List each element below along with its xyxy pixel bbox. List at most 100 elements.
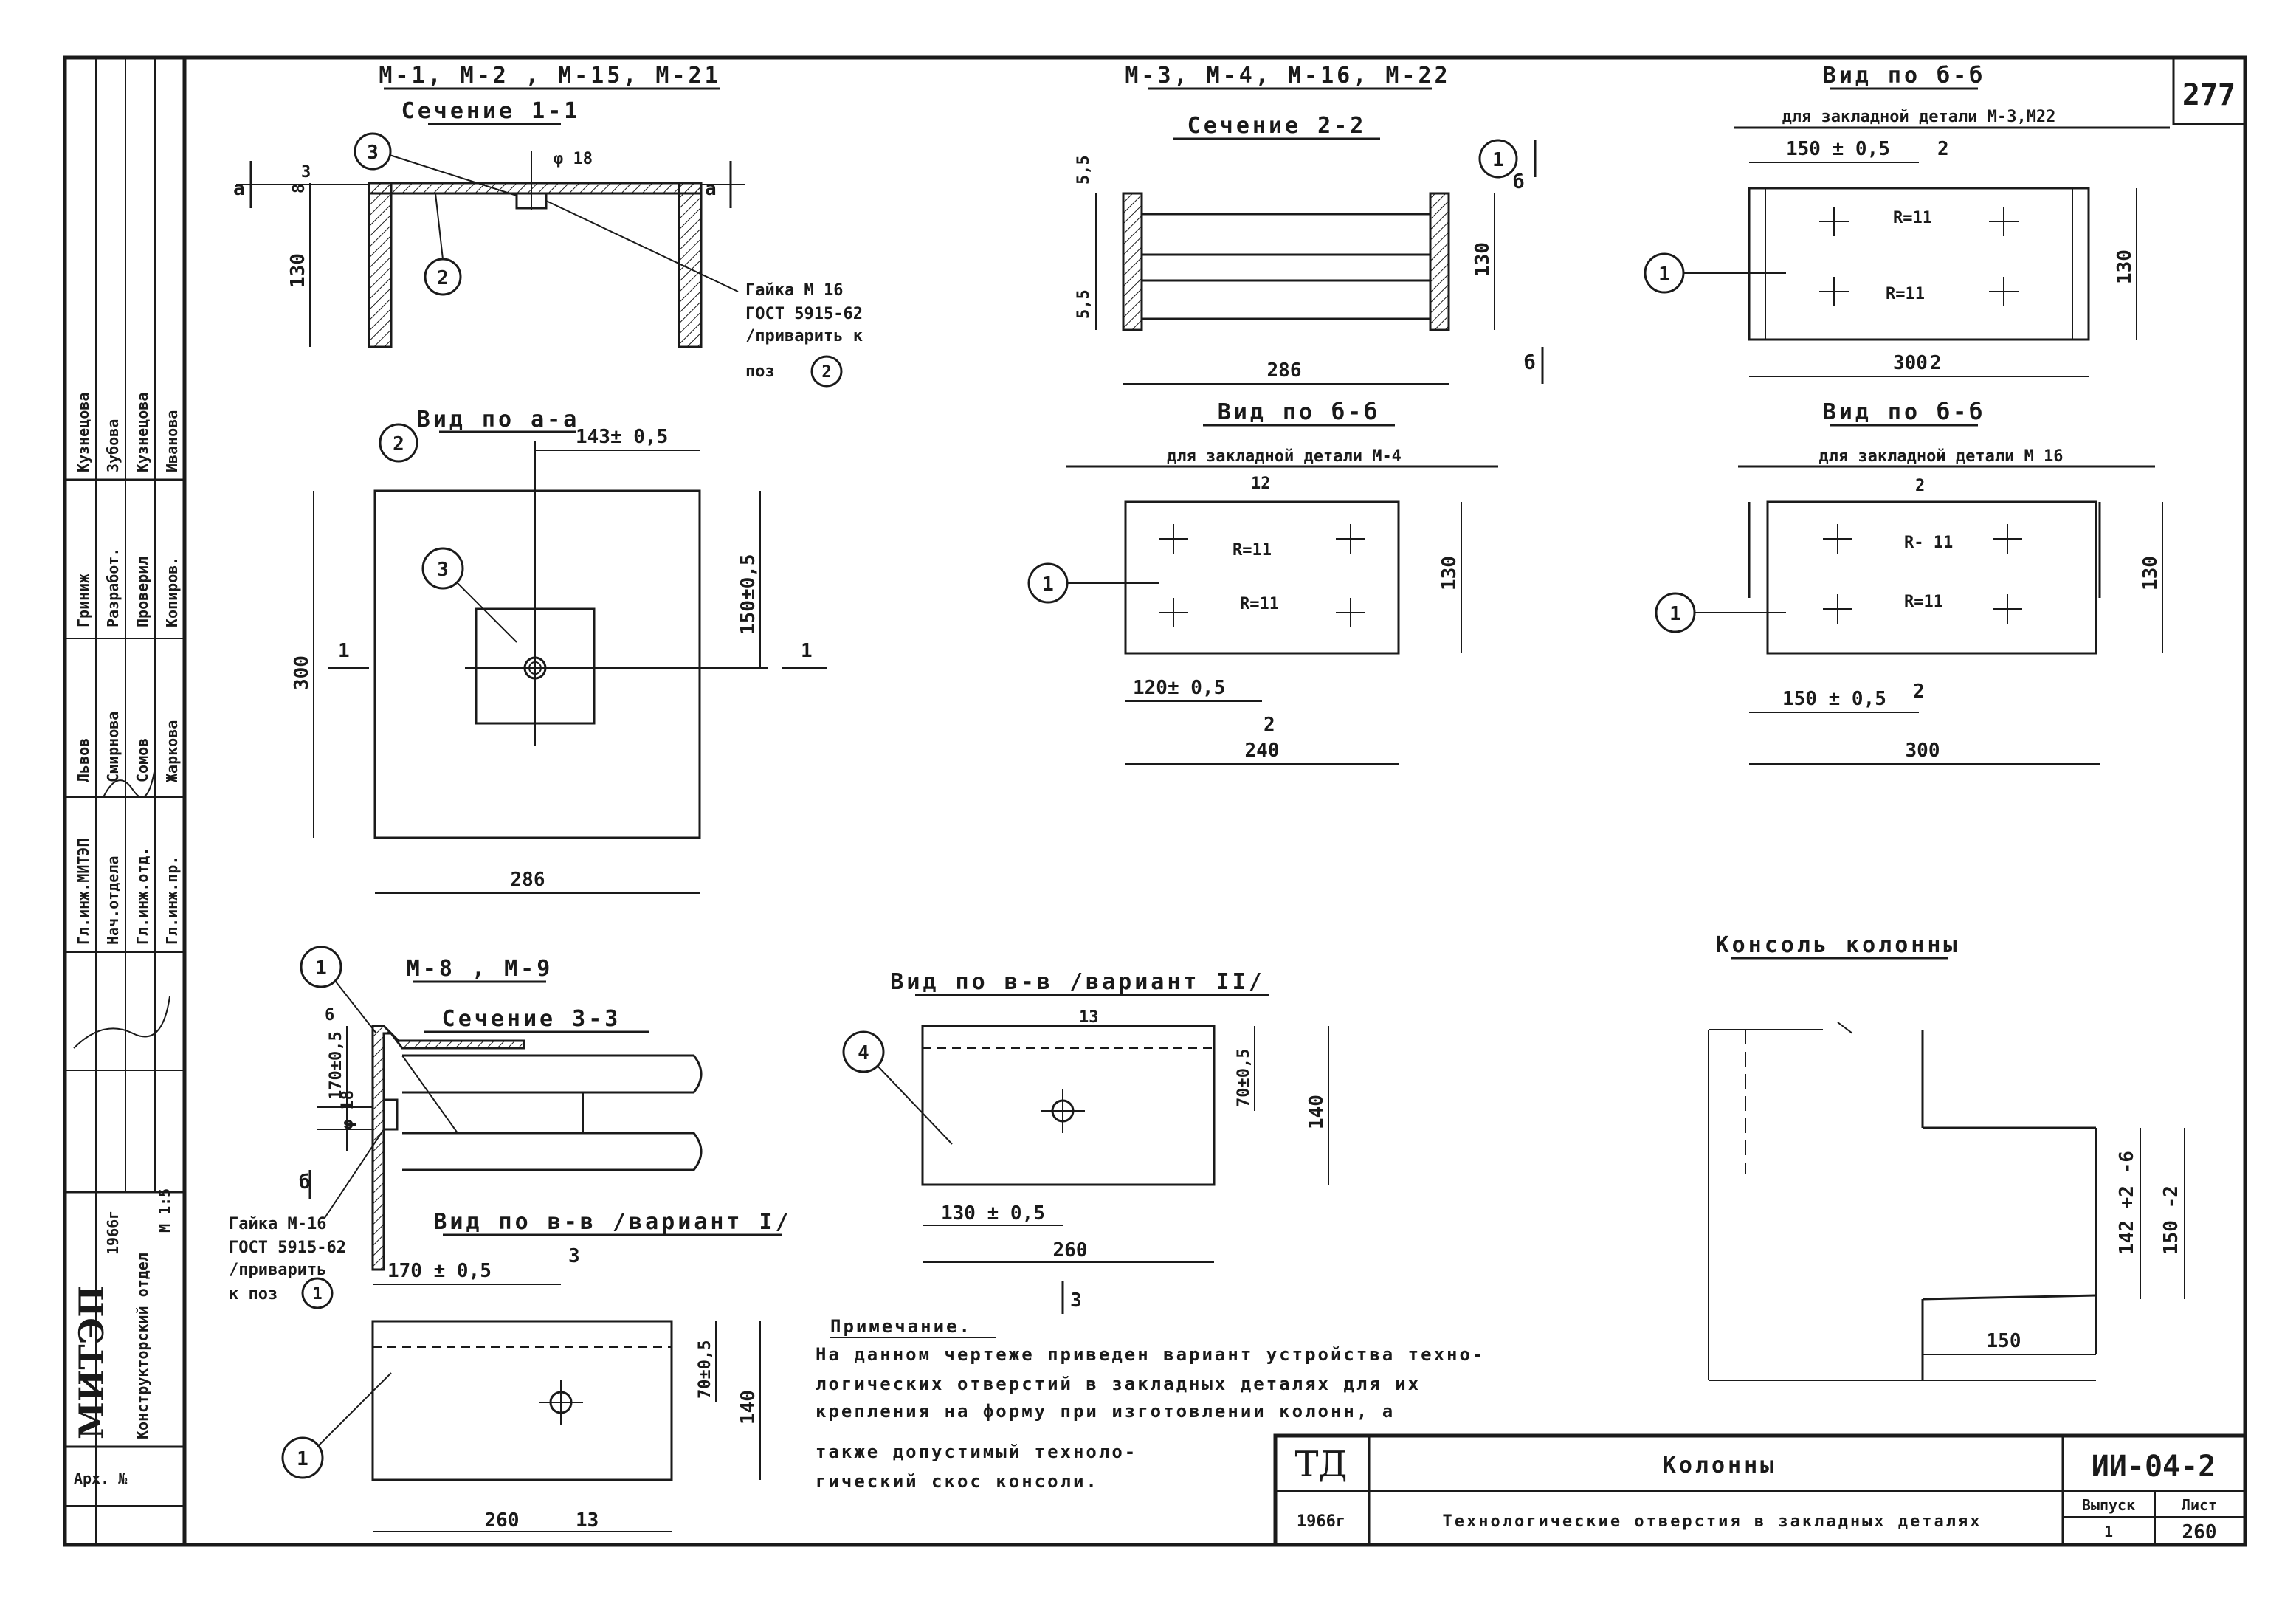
page-number-box: 277	[2172, 56, 2247, 125]
console-dim-150: 150	[1987, 1330, 2021, 1352]
view-m3-r2: R=11	[1886, 285, 1925, 303]
note-line-5: гический скос консоли.	[816, 1471, 1099, 1492]
stamp-role-4: Гл.инж.пр.	[163, 856, 181, 945]
view-m16-dim-150: 150 ± 0,5	[1782, 688, 1886, 710]
stamp-name2-4: Иванова	[163, 410, 181, 472]
view-m4-r1: R=11	[1233, 541, 1272, 560]
view-m16-dim-2-bot: 2	[1913, 681, 1925, 703]
view-m4-callout-1: 1	[1042, 574, 1054, 596]
sec3-marks: М-8 , М-9	[407, 956, 554, 982]
view-vv-variant-1: Вид по в-в /вариант I/ 170 ± 0,5 3 70±0,…	[281, 1209, 789, 1532]
svg-text:Гайка М 16: Гайка М 16	[745, 281, 843, 300]
view-vv1-dim-13: 13	[576, 1509, 599, 1532]
view-m16-r2: R=11	[1904, 593, 1943, 611]
sec3-title: Сечение 3-3	[442, 1006, 621, 1032]
view-m16-dim-2-top: 2	[1915, 477, 1925, 495]
sec3-callout-1: 1	[315, 957, 327, 979]
view-m3-dim-300: 300	[1893, 352, 1928, 374]
drawing-note: Примечание. На данном чертеже приведен в…	[816, 1316, 1485, 1492]
svg-text:поз: поз	[745, 362, 775, 381]
stamp-date: 1966г	[104, 1211, 122, 1255]
console-dim-150v: 150 -2	[2160, 1185, 2182, 1255]
sec1-marks: М-1, М-2 , М-15, М-21	[379, 63, 720, 89]
section-3-3: М-8 , М-9 Сечение 3-3 6 170±0,5 φ 18 б 1…	[229, 946, 703, 1309]
view-m3-callout-1: 1	[1658, 264, 1670, 286]
note-line-2: логических отверстий в закладных деталях…	[816, 1374, 1421, 1394]
note-line-1: На данном чертеже приведен вариант устро…	[816, 1344, 1485, 1365]
sec2-cut-b-bottom: б	[1524, 352, 1536, 374]
signature-scribble	[73, 996, 170, 1049]
note-line-4: также допустимый техноло-	[816, 1442, 1137, 1462]
sec1-callout-2: 2	[437, 267, 449, 289]
sec1-note: Гайка М 16 ГОСТ 5915-62 /приварить к поз…	[745, 281, 863, 388]
sec3-dim-170: 170±0,5	[327, 1031, 345, 1100]
side-stamp: Гл.инж.МИТЭП Нач.отдела Гл.инж.отд. Гл.и…	[65, 58, 185, 1545]
view-aa-dim-143: 143± 0,5	[576, 426, 668, 448]
title-issue-label: Выпуск	[2082, 1496, 2135, 1514]
svg-text:2: 2	[821, 363, 831, 382]
view-aa-callout-2: 2	[393, 433, 404, 455]
page-number: 277	[2182, 78, 2235, 112]
svg-text:/приварить: /приварить	[229, 1261, 326, 1279]
title-sheet: 260	[2182, 1521, 2217, 1543]
view-m16-callout-1: 1	[1669, 603, 1681, 625]
view-m4-subtitle: для закладной детали М-4	[1167, 447, 1402, 466]
sec1-cut-a-right: а	[705, 178, 717, 200]
view-m16-title: Вид по б-б	[1823, 399, 1986, 425]
view-m4-dim-240: 240	[1245, 740, 1280, 762]
stamp-arch: Арх. №	[74, 1470, 128, 1487]
view-vv2-dim-140: 140	[1306, 1095, 1328, 1129]
stamp-scale: М 1:5	[156, 1188, 173, 1233]
sec3-note: Гайка М-16 ГОСТ 5915-62 /приварить к поз…	[229, 1215, 346, 1309]
view-m4-dim-120: 120± 0,5	[1133, 677, 1225, 699]
view-vv2-dim-13: 13	[1079, 1008, 1099, 1027]
stamp-role-2: Нач.отдела	[104, 856, 122, 945]
view-aa-dim-150: 150±0,5	[737, 554, 759, 635]
view-m3-subtitle: для закладной детали М-3,М22	[1782, 108, 2056, 126]
view-m4-dim-130: 130	[1438, 556, 1461, 591]
sec3-dim-phi: φ 18	[339, 1090, 357, 1129]
sec3-cut-b: б	[299, 1171, 311, 1194]
view-m4-r2: R=11	[1240, 595, 1279, 613]
sec2-marks: М-3, М-4, М-16, М-22	[1125, 63, 1450, 89]
view-vv2-title: Вид по в-в /вариант II/	[890, 969, 1264, 995]
sheet-frame	[63, 55, 2247, 1547]
title-org: ТД	[1294, 1444, 1347, 1485]
sec1-dim-top: 8	[290, 184, 308, 193]
stamp-name-3: Сомов	[134, 738, 151, 782]
sec1-dim-3: 3	[301, 163, 311, 182]
view-vv2-dim-70: 70±0,5	[1235, 1049, 1253, 1107]
note-line-3: крепления на форму при изготовлении коло…	[816, 1401, 1395, 1422]
stamp-name2-3: Кузнецова	[134, 393, 151, 472]
title-year: 1966г	[1297, 1512, 1345, 1531]
view-aa-dim-286: 286	[511, 869, 545, 891]
sec2-dim-55a: 5,5	[1075, 155, 1093, 185]
view-m4-dim-2: 2	[1264, 714, 1275, 736]
stamp-dept: Конструкторский отдел	[134, 1253, 151, 1439]
sec2-cut-b-top: б	[1513, 171, 1525, 193]
view-aa-callout-3: 3	[437, 559, 449, 581]
view-m3-dim-2-top: 2	[1937, 138, 1949, 160]
view-vv1-dim-140: 140	[737, 1390, 759, 1425]
note-heading: Примечание.	[830, 1316, 972, 1337]
view-bb-m4: Вид по б-б для закладной детали М-4 12 R…	[1027, 399, 1498, 765]
title-sheet-label: Лист	[2182, 1496, 2217, 1514]
title-name: Колонны	[1663, 1453, 1776, 1478]
view-m4-dim-12: 12	[1251, 475, 1271, 493]
view-vv1-callout-1: 1	[297, 1448, 308, 1470]
sec1-phi: φ 18	[554, 150, 593, 168]
view-vv-variant-2: Вид по в-в /вариант II/ 13 70±0,5 140 13…	[842, 969, 1329, 1314]
view-vv2-dim-130: 130 ± 0,5	[941, 1202, 1045, 1225]
view-m3-dim-130: 130	[2114, 249, 2136, 284]
stamp-name2-1: Кузнецова	[75, 393, 92, 472]
stamp-name-4: Жаркова	[163, 720, 181, 782]
title-subtitle: Технологические отверстия в закладных де…	[1442, 1512, 1982, 1531]
view-aa-cut-1-right: 1	[801, 640, 813, 662]
view-m3-dim-2-bot: 2	[1930, 352, 1942, 374]
section-2-2: М-3, М-4, М-16, М-22 Сечение 2-2 5,5 5,5…	[1075, 63, 1544, 385]
sec1-cut-a-left: а	[233, 178, 245, 200]
column-console: Консоль колонны 142 +2 -6 150 -2 150	[1708, 932, 2185, 1381]
section-1-1: М-1, М-2 , М-15, М-21 Сечение 1-1 φ 18 а…	[233, 63, 863, 388]
stamp-role2-3: Проверил	[134, 557, 151, 627]
